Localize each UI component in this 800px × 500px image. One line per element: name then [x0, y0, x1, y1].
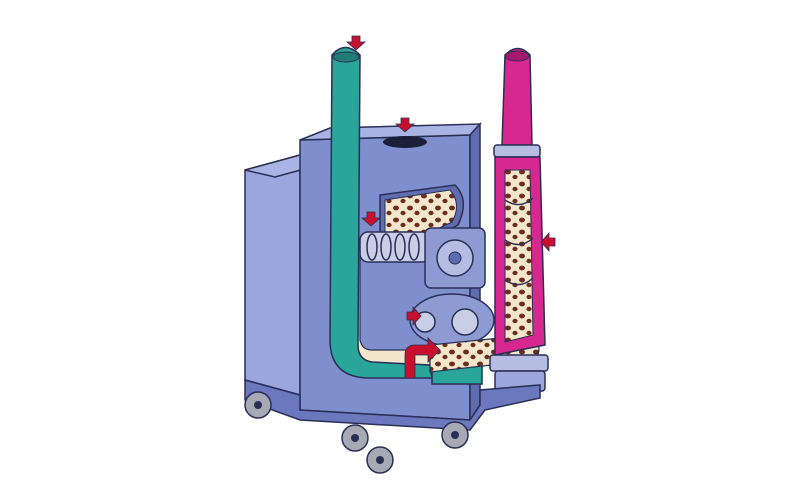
wheel-icon: [367, 447, 393, 473]
wheel-icon: [342, 425, 368, 451]
wheel-icon: [442, 422, 468, 448]
magenta-outlet-pipe: [490, 49, 548, 392]
wheel-icon: [245, 392, 271, 418]
hopper-opening: [383, 136, 427, 148]
